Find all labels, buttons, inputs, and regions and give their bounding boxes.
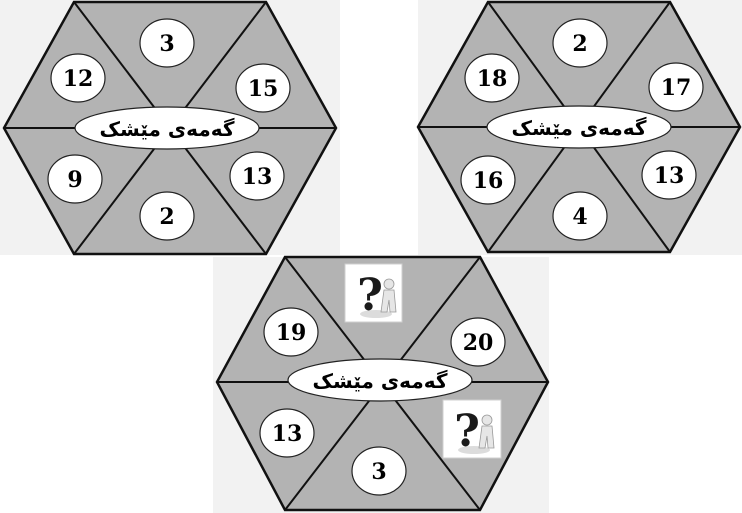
cell-value: 4 xyxy=(572,204,587,230)
cell-value: 2 xyxy=(572,31,587,57)
cell-upper-right: 20 xyxy=(451,318,505,366)
cell-upper-left: 19 xyxy=(264,308,318,356)
cell-lower-left: 16 xyxy=(461,156,515,204)
center-label: گەمەی مێشک xyxy=(313,369,448,393)
cell-value: 17 xyxy=(661,75,692,101)
cell-value: 18 xyxy=(477,66,508,92)
cell-lower-left: 13 xyxy=(260,409,314,457)
cell-upper-left: 18 xyxy=(465,54,519,102)
cell-value: 20 xyxy=(463,330,494,356)
cell-value: 3 xyxy=(371,459,386,485)
question-mark-figure-icon: ? xyxy=(443,400,501,458)
cell-value: 13 xyxy=(242,164,273,190)
cell-value: 13 xyxy=(654,163,685,189)
cell-value: 13 xyxy=(272,421,303,447)
hexagon-puzzle-top-left: 3 15 13 2 9 12 گەمەی مێشک xyxy=(4,2,336,254)
cell-bottom: 4 xyxy=(553,192,607,240)
hexagon-puzzle-top-right: 2 17 13 4 16 18 گەمەی مێشک xyxy=(418,2,740,252)
cell-upper-right: 17 xyxy=(649,63,703,111)
cell-upper-right: 15 xyxy=(236,64,290,112)
svg-text:?: ? xyxy=(357,270,383,321)
hexagon-puzzle-bottom: ? 20 ? 3 13 19 گەمەی مێشک xyxy=(217,257,548,510)
cell-lower-left: 9 xyxy=(48,155,102,203)
cell-value: 9 xyxy=(67,167,82,193)
cell-upper-left: 12 xyxy=(51,54,105,102)
cell-value: 19 xyxy=(276,320,307,346)
cell-lower-right: 13 xyxy=(642,151,696,199)
cell-value: 12 xyxy=(63,66,94,92)
center-label: گەمەی مێشک xyxy=(100,117,235,141)
question-mark-figure-icon: ? xyxy=(345,264,402,322)
cell-lower-right: 13 xyxy=(230,152,284,200)
cell-value: 2 xyxy=(159,204,174,230)
cell-bottom: 2 xyxy=(140,192,194,240)
cell-value: 15 xyxy=(248,76,279,102)
svg-text:?: ? xyxy=(454,406,480,457)
cell-top: 3 xyxy=(140,19,194,67)
cell-value: 16 xyxy=(473,168,504,194)
cell-value: 3 xyxy=(159,31,174,57)
cell-bottom: 3 xyxy=(352,447,406,495)
cell-top: 2 xyxy=(553,19,607,67)
center-label: گەمەی مێشک xyxy=(512,116,647,140)
